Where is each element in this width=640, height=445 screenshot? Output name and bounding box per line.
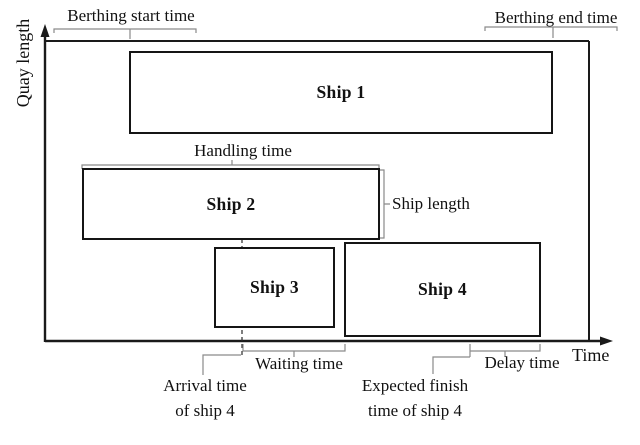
ship-3-label: Ship 3 xyxy=(250,277,299,297)
expected-finish-time-label: Expected finish time of ship 4 xyxy=(339,373,491,423)
delay-time-bracket xyxy=(469,344,541,357)
berthing-end-bracket xyxy=(484,26,618,38)
x-axis-arrow-icon xyxy=(600,336,613,346)
arrival-time-label-line2: of ship 4 xyxy=(175,401,235,420)
arrival-time-connector xyxy=(202,354,241,375)
arrival-time-label-line1: Arrival time xyxy=(163,376,247,395)
ship-2-label: Ship 2 xyxy=(206,193,256,214)
ship-1-label: Ship 1 xyxy=(316,82,366,102)
delay-time-label: Delay time xyxy=(484,353,560,372)
berthing-start-time-label: Berthing start time xyxy=(67,6,195,25)
y-axis-label: Quay length xyxy=(13,18,33,108)
berthing-start-bracket xyxy=(53,28,197,39)
quay-boundary xyxy=(44,40,590,341)
ship-1-box: Ship 1 xyxy=(129,51,553,134)
ship-3-box: Ship 3 xyxy=(214,247,335,328)
handling-time-label: Handling time xyxy=(194,141,292,160)
handling-time-bracket xyxy=(81,160,380,169)
ship-4-box: Ship 4 xyxy=(344,242,541,337)
expected-finish-label-line2: time of ship 4 xyxy=(368,401,462,420)
ship-length-brace xyxy=(379,169,390,239)
x-axis-label: Time xyxy=(572,345,610,365)
ship-2-box: Ship 2 xyxy=(82,168,380,240)
berthing-end-time-label: Berthing end time xyxy=(494,8,618,27)
ship-length-label: Ship length xyxy=(392,194,470,213)
y-axis-arrow-icon xyxy=(40,24,50,37)
expected-finish-label-line1: Expected finish xyxy=(361,376,469,395)
arrival-time-label: Arrival time of ship 4 xyxy=(130,373,280,423)
expected-finish-connector xyxy=(432,356,470,374)
waiting-time-bracket xyxy=(242,344,346,357)
waiting-time-label: Waiting time xyxy=(255,354,343,373)
ship-4-label: Ship 4 xyxy=(418,279,467,299)
